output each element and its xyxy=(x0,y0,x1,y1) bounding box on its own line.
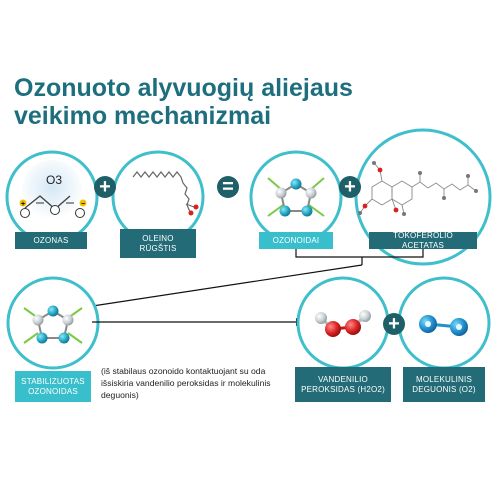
label-oleic-acid: OLEINO RŪGŠTIS xyxy=(120,229,196,258)
ozone-circle: O3 + − xyxy=(5,150,99,244)
tocopherol-circle xyxy=(354,128,492,266)
label-stabilized-line2: OZONOIDAS xyxy=(28,386,78,396)
tocopherol-atoms xyxy=(358,161,478,216)
label-stabilized-ozonide: STABILIZUOTAS OZONOIDAS xyxy=(15,371,91,402)
title-line-1: Ozonuoto alyvuogių aliejaus xyxy=(14,74,353,102)
ozonide-molecule xyxy=(267,177,325,217)
explanation-note: (iš stabilaus ozonoido kontaktuojant su … xyxy=(101,366,271,400)
oxygen-molecule xyxy=(419,315,468,336)
oleic-acid-structure xyxy=(132,171,195,213)
label-peroxide-line1: VANDENILIO xyxy=(318,374,368,384)
label-tocopherol: TOKOFEROLIO ACETATAS xyxy=(369,231,477,250)
label-peroxide-line2: PEROKSIDAS (H2O2) xyxy=(301,384,385,394)
label-oxygen-line1: MOLEKULINIS xyxy=(416,374,472,384)
tocopherol-structure xyxy=(359,162,477,215)
stabilized-ozonide-circle xyxy=(6,276,100,370)
label-oleic-acid-line2: RŪGŠTIS xyxy=(139,243,177,253)
label-ozonides: OZONOIDAI xyxy=(259,232,333,249)
label-peroxide: VANDENILIO PEROKSIDAS (H2O2) xyxy=(295,367,391,402)
plus-operator-2: + xyxy=(339,176,361,198)
peroxide-molecule xyxy=(315,310,371,337)
label-ozone: OZONAS xyxy=(15,232,87,249)
label-oxygen-line2: DEGUONIS (O2) xyxy=(412,384,476,394)
charge-plus: + xyxy=(21,201,25,208)
page-title: Ozonuoto alyvuogių aliejaus veikimo mech… xyxy=(14,74,353,130)
peroxide-circle xyxy=(296,276,390,370)
title-line-2: veikimo mechanizmai xyxy=(14,102,272,130)
oxygen-circle xyxy=(397,276,491,370)
label-oleic-acid-line1: OLEINO xyxy=(142,233,174,243)
combine-bracket xyxy=(295,248,424,265)
charge-minus: − xyxy=(81,201,85,208)
plus-operator-1: + xyxy=(94,176,116,198)
ozone-molecule xyxy=(19,195,87,218)
stabilized-ozonide-molecule xyxy=(23,305,83,344)
ozone-formula: O3 xyxy=(46,173,62,187)
plus-operator-3: + xyxy=(383,313,405,335)
equals-operator: = xyxy=(217,176,239,198)
label-stabilized-line1: STABILIZUOTAS xyxy=(21,376,85,386)
label-oxygen: MOLEKULINIS DEGUONIS (O2) xyxy=(403,367,485,402)
ozonide-circle xyxy=(249,150,343,244)
arrow-to-stabilized xyxy=(85,264,363,310)
